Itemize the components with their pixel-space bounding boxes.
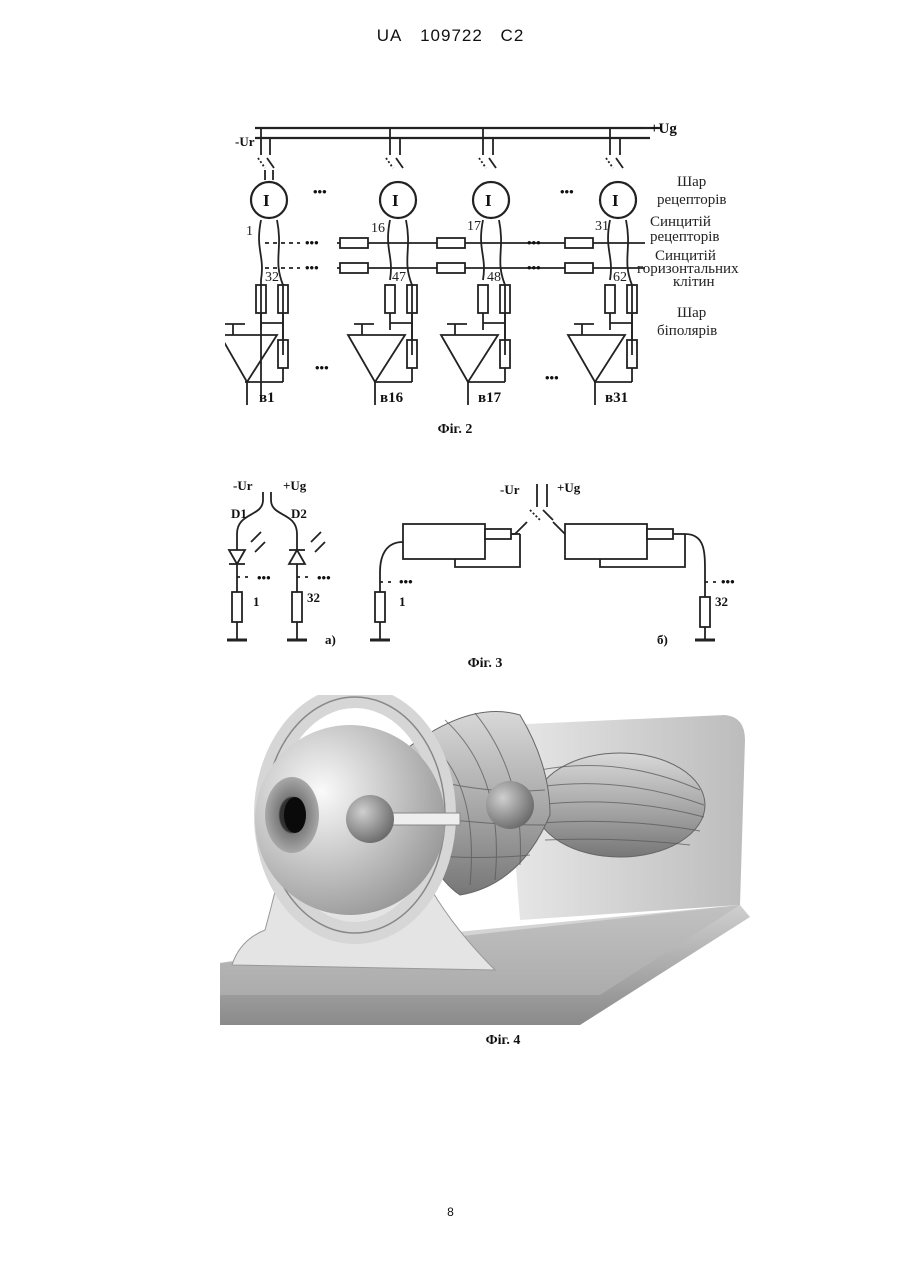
- node-label: 1: [246, 224, 253, 239]
- ellipsis: •••: [305, 235, 319, 250]
- ellipsis: •••: [560, 184, 574, 199]
- header-kind: C2: [501, 26, 525, 45]
- fig3a-label-1: 1: [253, 594, 260, 609]
- fig3-caption: Фіг. 3: [425, 656, 545, 672]
- current-symbol: I: [485, 191, 492, 210]
- label-syncytium-receptors-1: Синцитій: [650, 214, 711, 230]
- ellipsis: •••: [527, 260, 541, 275]
- fig3a-label-32: 32: [307, 590, 320, 605]
- ellipsis: •••: [315, 360, 329, 375]
- label-layer-receptors-2: рецепторів: [657, 192, 726, 208]
- label-layer-bipolar-2: біполярів: [657, 323, 717, 339]
- fig3-circuit-diagram: -Ur +Ug D1 D2 1 32 а) ••• ••• -Ur +Ug 1 …: [215, 472, 775, 652]
- node-label: 62: [613, 270, 627, 285]
- fig3b-supply-pos: +Ug: [557, 480, 581, 495]
- diode-d2-label: D2: [291, 506, 307, 521]
- header-country: UA: [377, 26, 403, 45]
- ellipsis: •••: [317, 570, 331, 585]
- label-syncytium-receptors-2: рецепторів: [650, 229, 719, 245]
- fig3a-supply-neg: -Ur: [233, 478, 253, 493]
- fig2-supply-neg: -Ur: [235, 134, 255, 149]
- output-label: в31: [605, 390, 628, 406]
- fig4-eye-model-image: [220, 695, 750, 1025]
- label-layer-receptors-1: Шар: [677, 174, 706, 190]
- node-label: 31: [595, 219, 609, 234]
- current-symbol: I: [392, 191, 399, 210]
- ellipsis: •••: [545, 370, 559, 385]
- page-number: 8: [0, 1205, 901, 1219]
- node-label: 16: [371, 221, 385, 236]
- fig2-caption: Фіг. 2: [395, 422, 515, 438]
- ellipsis: •••: [527, 235, 541, 250]
- fig3-part-b: б): [657, 632, 668, 647]
- fig4-caption: Фіг. 4: [443, 1033, 563, 1049]
- ellipsis: •••: [313, 184, 327, 199]
- patent-header: UA 109722 C2: [0, 26, 901, 46]
- node-label: 47: [392, 270, 406, 285]
- fig2-column-1: [225, 128, 288, 405]
- ellipsis: •••: [257, 570, 271, 585]
- label-syncytium-horizontal-3: клітин: [673, 274, 715, 290]
- ellipsis: •••: [721, 574, 735, 589]
- fig2-circuit-diagram: -Ur +Ug: [225, 110, 785, 410]
- node-label: 17: [467, 219, 481, 234]
- ellipsis: •••: [305, 260, 319, 275]
- ellipsis: •••: [399, 574, 413, 589]
- current-symbol: I: [263, 191, 270, 210]
- header-number: 109722: [420, 26, 483, 45]
- fig3b-supply-neg: -Ur: [500, 482, 520, 497]
- fig3a-supply-pos: +Ug: [283, 478, 307, 493]
- fig2-supply-pos: +Ug: [650, 121, 677, 137]
- fig3b-label-32: 32: [715, 594, 728, 609]
- node-label: 48: [487, 270, 501, 285]
- output-label: в17: [478, 390, 502, 406]
- output-label: в1: [259, 390, 275, 406]
- node-label: 32: [265, 270, 279, 285]
- fig3-part-a: а): [325, 632, 336, 647]
- diode-d1-icon: [229, 550, 245, 564]
- output-label: в16: [380, 390, 404, 406]
- fig3b-label-1: 1: [399, 594, 406, 609]
- label-layer-bipolar-1: Шар: [677, 305, 706, 321]
- diode-d1-label: D1: [231, 506, 247, 521]
- current-symbol: I: [612, 191, 619, 210]
- diode-d2-icon: [289, 550, 305, 564]
